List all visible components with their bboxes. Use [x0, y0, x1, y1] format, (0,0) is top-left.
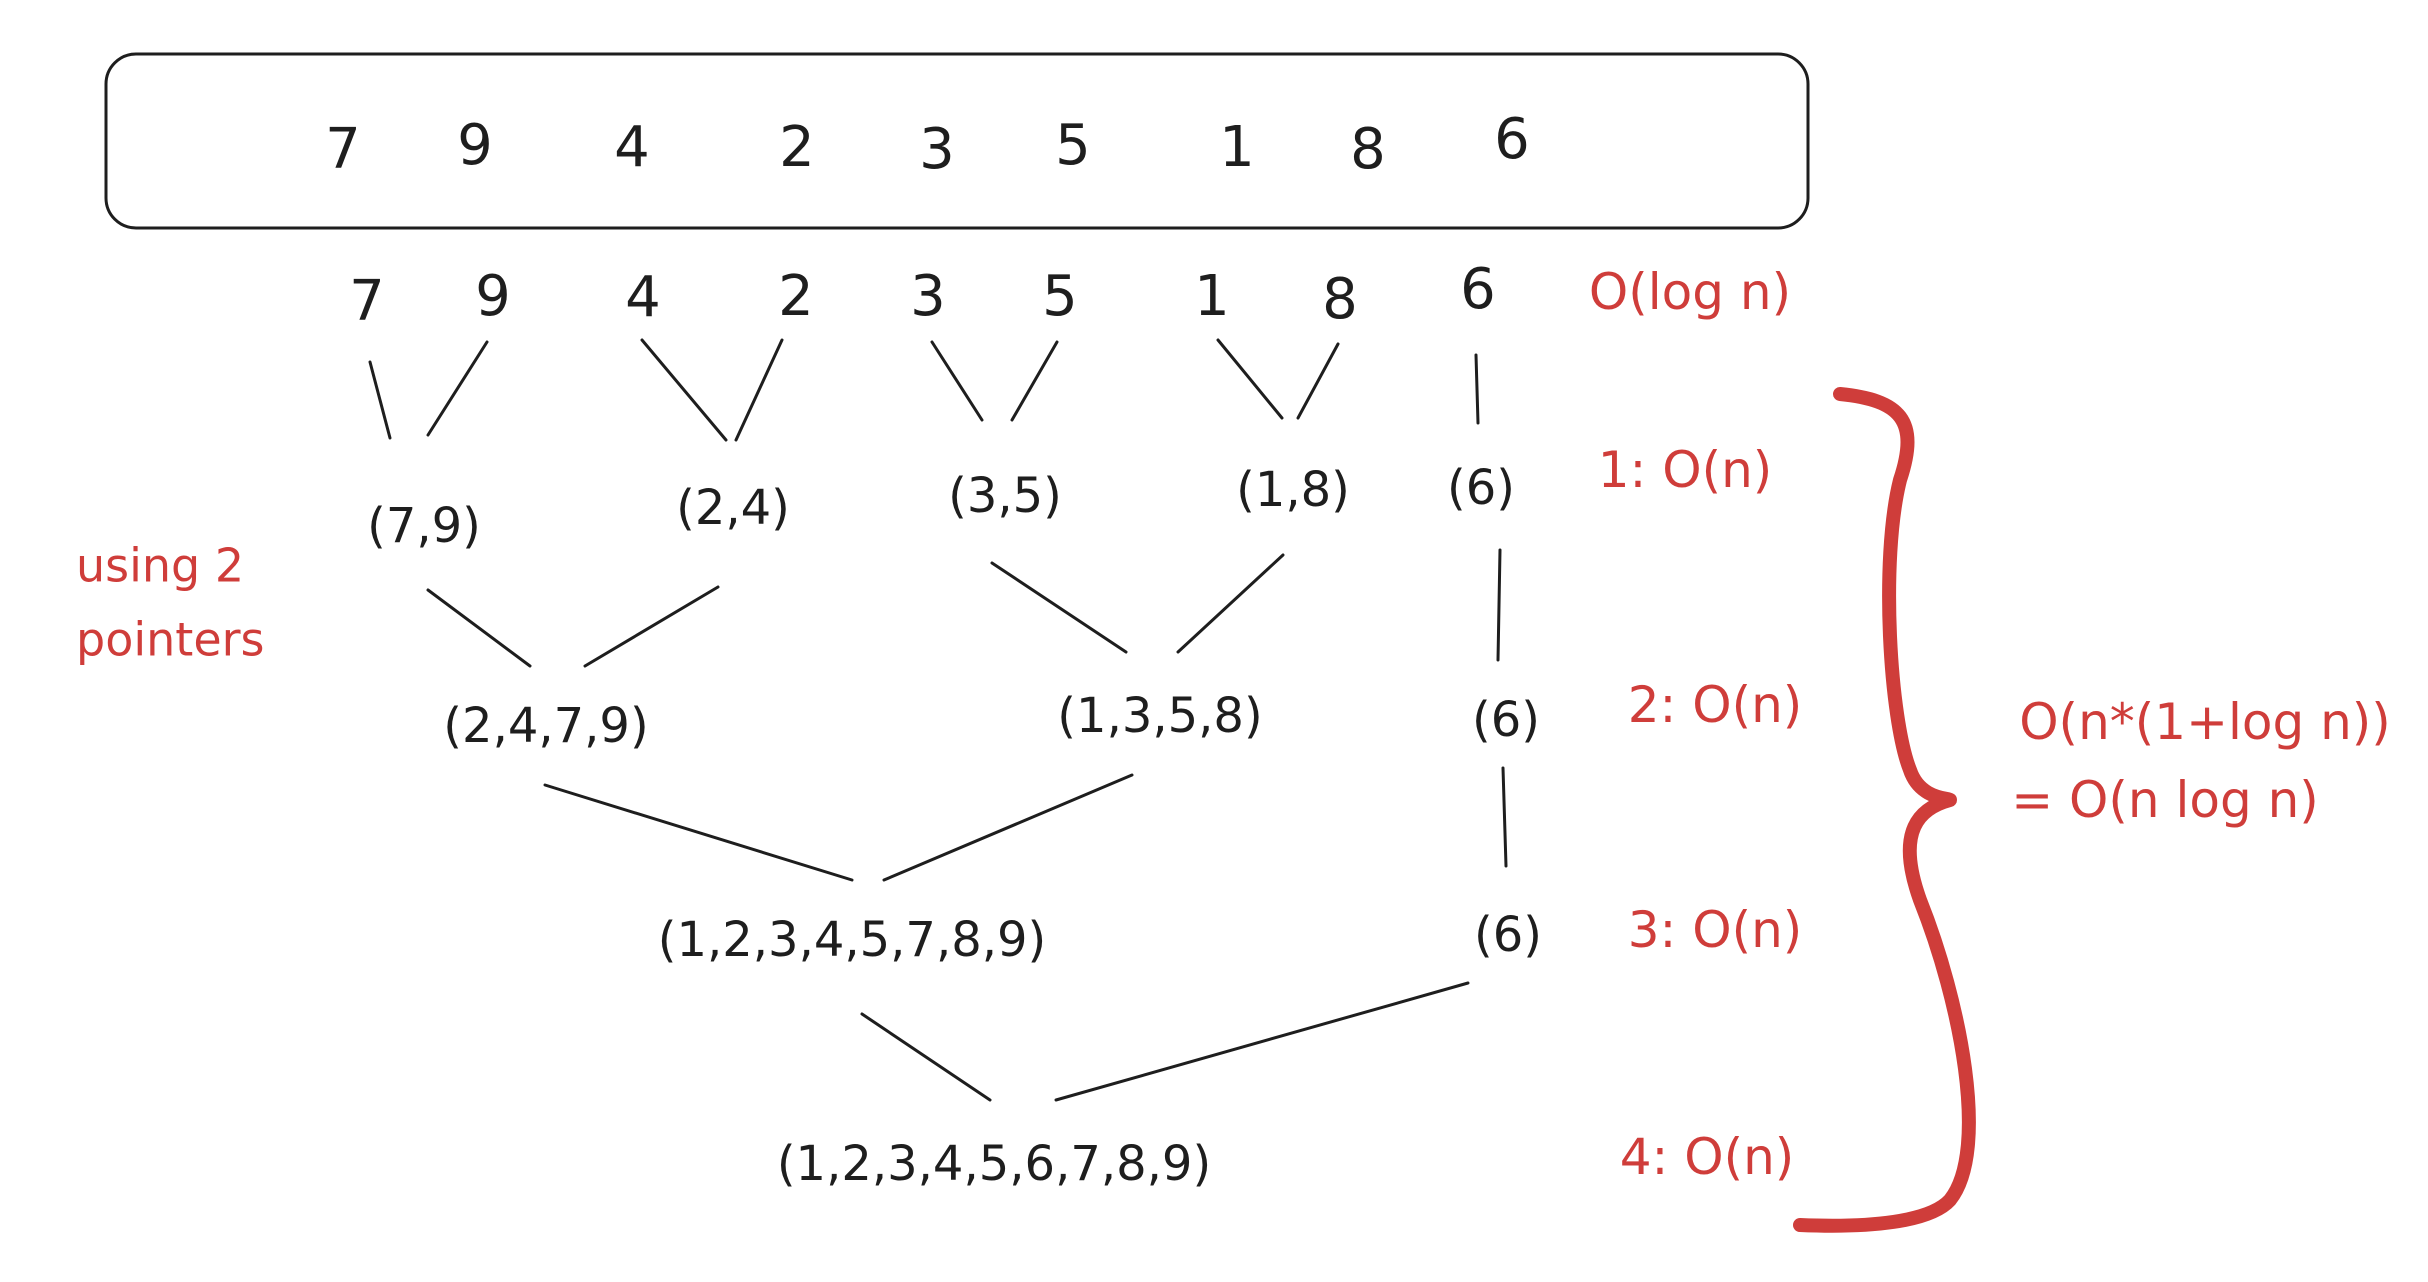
edge-9-to-79 [426, 340, 489, 437]
using-note-line2: pointers [76, 612, 265, 667]
edge-24-to-2479 [583, 585, 720, 668]
level4-node: (1,2,3,4,5,6,7,8,9) [776, 1136, 1212, 1192]
edge-6c-to-final [1054, 981, 1470, 1102]
edge-1-to-18 [1216, 338, 1284, 420]
array-item: 3 [919, 117, 955, 182]
array-item: 4 [614, 115, 650, 180]
level1-node: (1,8) [1236, 462, 1350, 518]
leaf-node: 6 [1460, 257, 1496, 322]
total-cost-line1: O(n*(1+log n)) [2019, 693, 2391, 751]
array-item: 9 [457, 113, 493, 178]
edge-8-to-18 [1296, 342, 1340, 420]
array-box [104, 52, 1810, 230]
array-item: 6 [1494, 107, 1530, 172]
edge-5-to-35 [1010, 340, 1059, 422]
edge-6a-to-6b [1496, 548, 1502, 662]
leaf-node: 4 [625, 265, 661, 330]
array-item: 8 [1350, 117, 1386, 182]
edge-merged8-to-final [860, 1012, 992, 1102]
edge-1358-to-merged8 [882, 773, 1134, 882]
level3-node: (1,2,3,4,5,7,8,9) [657, 912, 1047, 968]
array-item: 5 [1055, 113, 1091, 178]
level1-node: (3,5) [948, 468, 1062, 524]
level1-node: (7,9) [367, 498, 481, 554]
edge-18-to-1358 [1176, 553, 1285, 654]
edge-6b-to-6c [1501, 766, 1508, 868]
level1-node: (6) [1447, 460, 1515, 516]
level2-node: (6) [1472, 692, 1540, 748]
level1-node: (2,4) [676, 480, 790, 536]
total-cost-line2: = O(n log n) [2011, 771, 2319, 829]
level3-node: (6) [1474, 907, 1542, 963]
curly-brace [1793, 387, 1976, 1233]
leaf-node: 5 [1042, 264, 1078, 329]
leaf-node: 1 [1194, 264, 1230, 329]
leaf-node: 9 [475, 264, 511, 329]
using-note-line1: using 2 [76, 538, 245, 593]
merge-cost-label: 3: O(n) [1627, 901, 1803, 959]
split-cost-label: O(log n) [1588, 263, 1792, 321]
edge-35-to-1358 [990, 561, 1128, 654]
leaf-node: 8 [1322, 267, 1358, 332]
leaf-node: 7 [349, 269, 385, 334]
level2-node: (2,4,7,9) [443, 698, 649, 754]
array-item: 2 [779, 115, 815, 180]
leaf-node: 2 [778, 264, 814, 329]
edge-2479-to-merged8 [543, 783, 854, 882]
merge-cost-label: 1: O(n) [1597, 441, 1773, 499]
edge-4-to-24 [640, 338, 728, 442]
edge-2-to-24 [734, 338, 784, 442]
array-item: 7 [325, 117, 361, 182]
edge-3-to-35 [930, 340, 984, 422]
merge-cost-label: 4: O(n) [1619, 1128, 1795, 1186]
merge-cost-label: 2: O(n) [1627, 676, 1803, 734]
array-item: 1 [1219, 115, 1255, 180]
edge-79-to-2479 [426, 588, 532, 668]
edge-6-to-6a [1474, 353, 1480, 425]
edge-7-to-79 [368, 360, 392, 440]
level2-node: (1,3,5,8) [1057, 688, 1263, 744]
leaf-node: 3 [910, 264, 946, 329]
